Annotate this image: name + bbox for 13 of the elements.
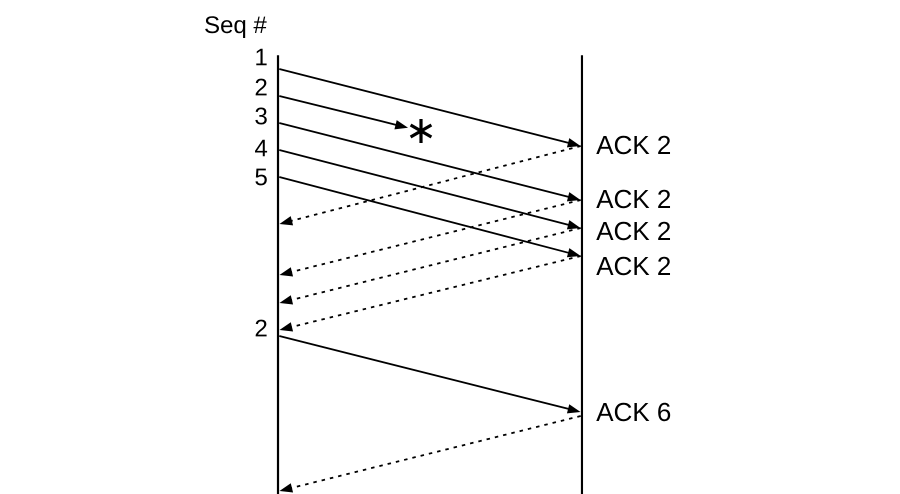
sequence-number: 2	[256, 78, 267, 96]
sequence-number: 3	[255, 108, 267, 124]
ack-label: ACK 6	[596, 402, 670, 422]
asterisk-mark	[409, 117, 433, 145]
ack-label: ACK 2	[596, 190, 670, 208]
sequence-number: 4	[255, 140, 268, 156]
ack-label: ACK 2	[596, 136, 670, 154]
sequence-number: 5	[255, 168, 267, 186]
ack-label: ACK 2	[596, 256, 670, 276]
sequence-number: 2	[256, 320, 267, 336]
sequence-number: 1	[256, 48, 267, 66]
column-heading: Seq #	[205, 16, 267, 38]
ack-label: ACK 2	[596, 222, 670, 240]
